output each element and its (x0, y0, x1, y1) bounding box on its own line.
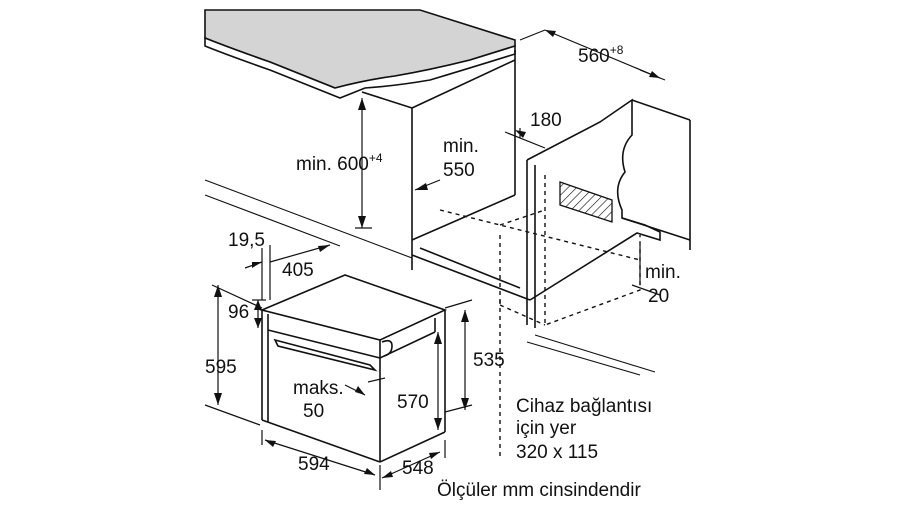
connection-note-line2: için yer (516, 418, 577, 439)
dimension-lines (204, 29, 666, 490)
door-handle (273, 338, 378, 372)
label-offset: 19,5 (228, 230, 265, 251)
label-max-line2: 50 (303, 401, 324, 422)
label-depth-405: 405 (282, 260, 314, 281)
dimension-labels: 560+8 min. 600+4 min. 550 180 min. 20 19… (205, 43, 681, 479)
label-width-594: 594 (298, 454, 330, 475)
label-min-depth-line1: min. (443, 136, 479, 157)
label-min-gap-line2: 20 (648, 286, 669, 307)
label-height-535: 535 (473, 350, 505, 371)
label-niche-width: 560+8 (578, 43, 624, 67)
notes: Cihaz bağlantısı için yer 320 x 115 Ölçü… (437, 396, 652, 501)
vent-opening (559, 181, 613, 223)
label-height-570: 570 (397, 392, 429, 413)
label-min-height: min. 600+4 (296, 151, 383, 175)
connection-note-line3: 320 x 115 (516, 442, 598, 463)
control-knob-icon (381, 339, 393, 357)
label-depth-548: 548 (402, 458, 434, 479)
label-max-line1: maks. (293, 378, 344, 399)
label-min-gap-line1: min. (645, 262, 681, 283)
label-height-96: 96 (228, 302, 249, 323)
countertop (204, 9, 516, 99)
label-min-depth-line2: 550 (443, 160, 475, 181)
label-height-595: 595 (205, 357, 237, 378)
oven (259, 274, 448, 463)
connection-note-line1: Cihaz bağlantısı (516, 396, 652, 417)
cabinet-niche (204, 50, 691, 460)
label-vent-depth: 180 (530, 110, 562, 131)
units-note: Ölçüler mm cinsindendir (437, 480, 641, 501)
